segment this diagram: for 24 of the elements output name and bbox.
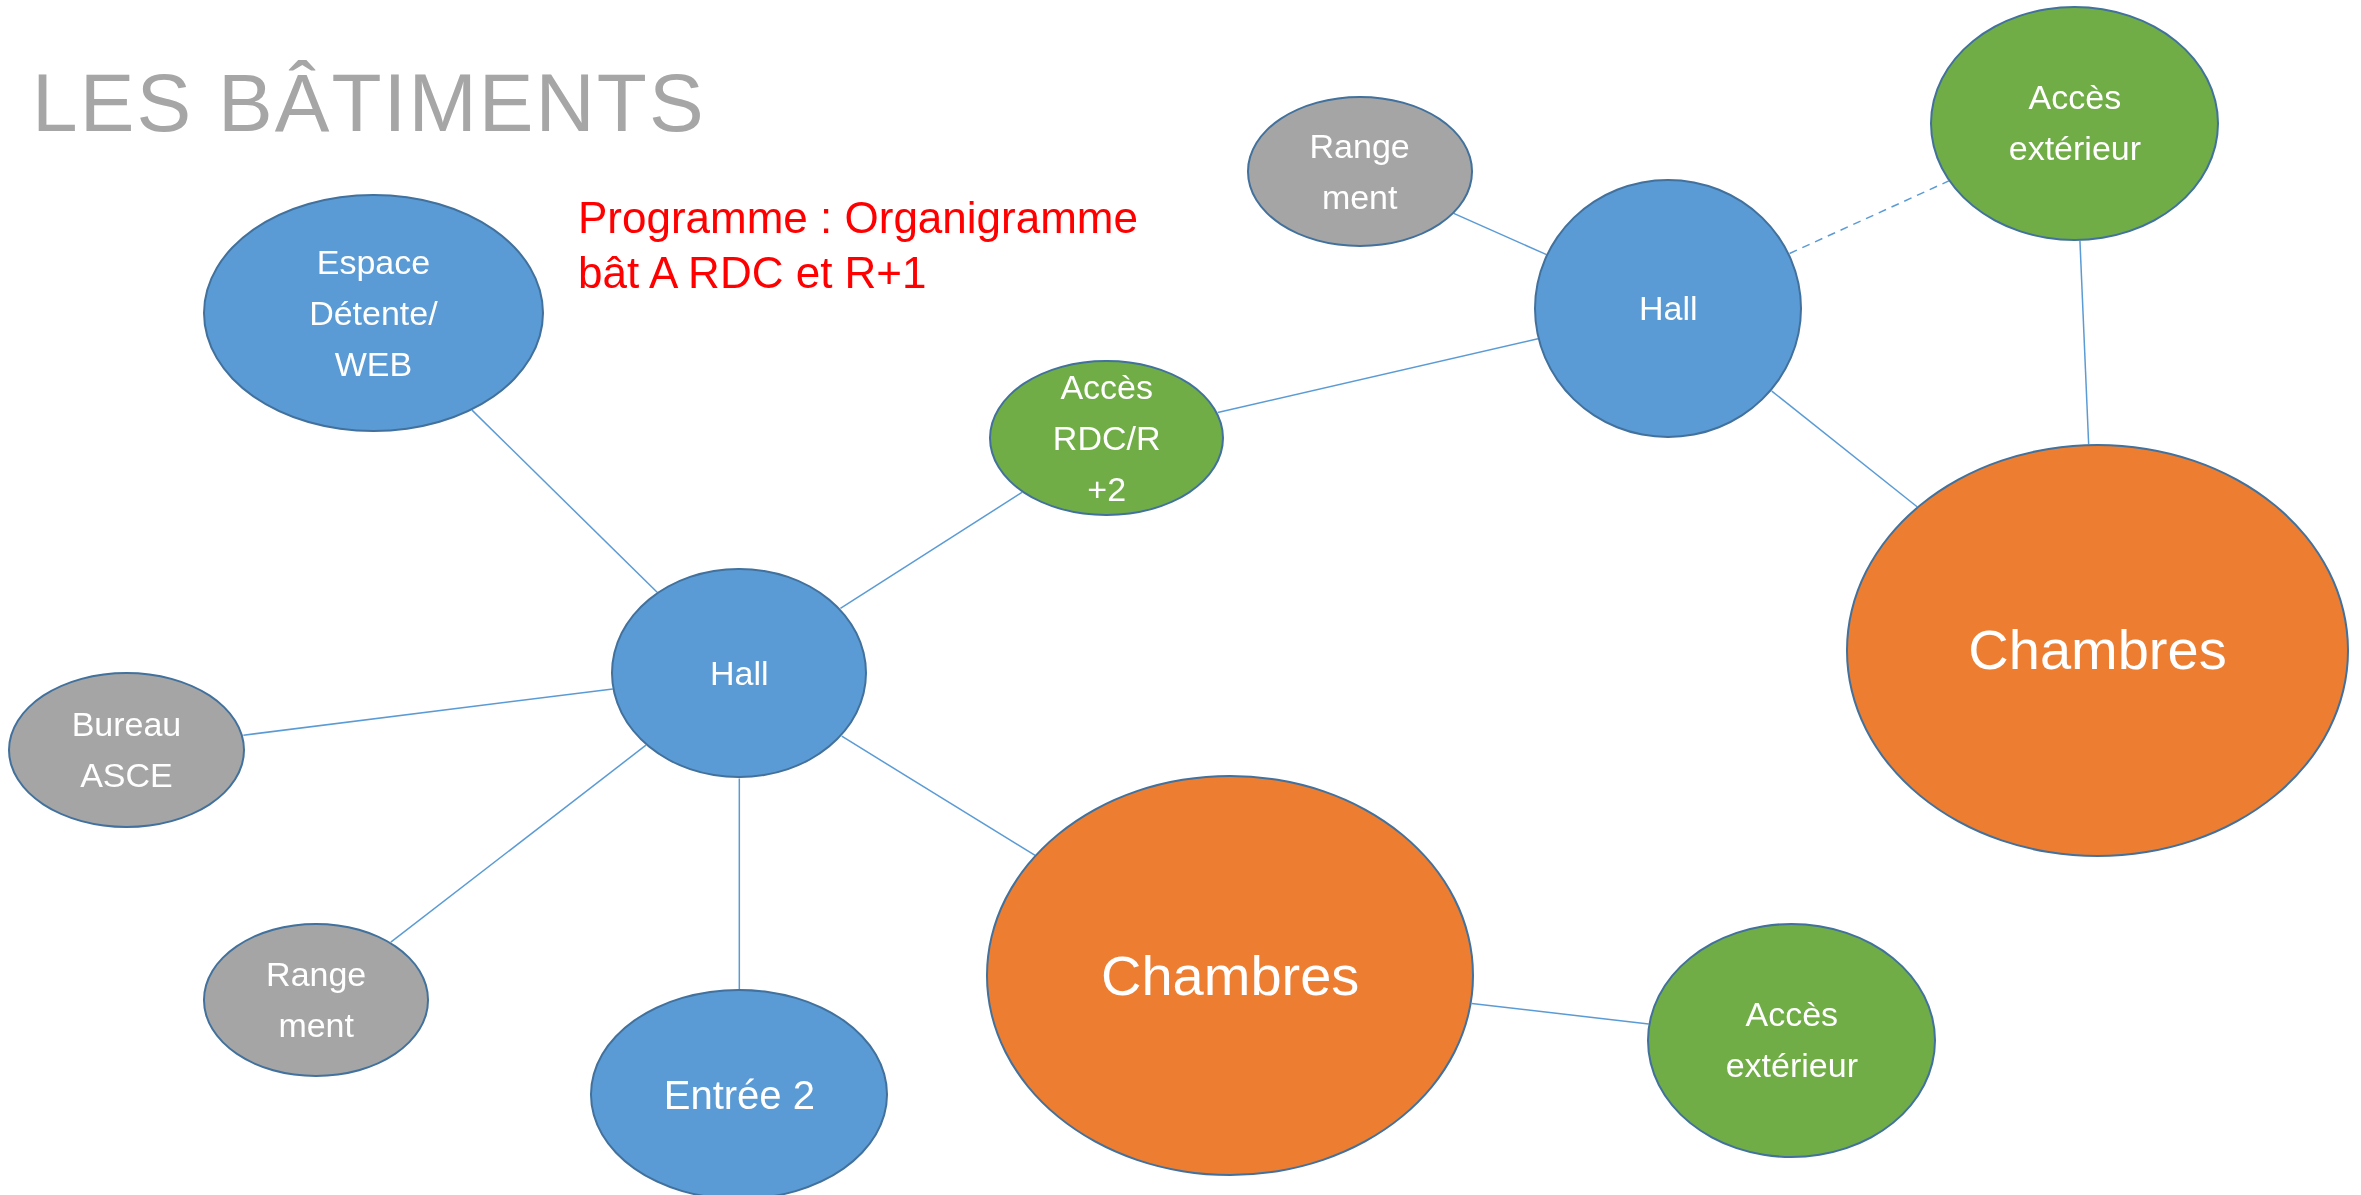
node-label: Hall [709,652,770,694]
connector-line [1452,212,1548,256]
node-label: Chambres [1100,942,1361,1009]
connector-line [390,744,647,943]
node-label: Hall [1638,288,1699,330]
connector-line [1771,390,1918,508]
node-label: Range ment [265,953,368,1046]
subtitle-note: Programme : Organigramme bât A RDC et R+1 [578,192,1139,299]
node-label: Bureau ASCE [70,703,183,796]
node-label: Accès extérieur [2007,77,2143,170]
connector-line [738,777,741,990]
connector-line [1471,1002,1650,1025]
connector-line [471,409,658,593]
node-label: Chambres [1967,617,2228,684]
connector-line [2079,240,2090,446]
title: LES BÂTIMENTS [32,62,706,144]
connector-line [841,735,1036,857]
connector-line [242,688,614,736]
node-label: Entrée 2 [662,1071,816,1119]
node-label: Accès extérieur [1724,994,1859,1087]
node-label: Range ment [1308,125,1411,218]
connector-line [839,491,1023,610]
node-label: Espace Détente/ WEB [308,241,439,385]
node-label: Accès RDC/R +2 [1051,366,1162,510]
